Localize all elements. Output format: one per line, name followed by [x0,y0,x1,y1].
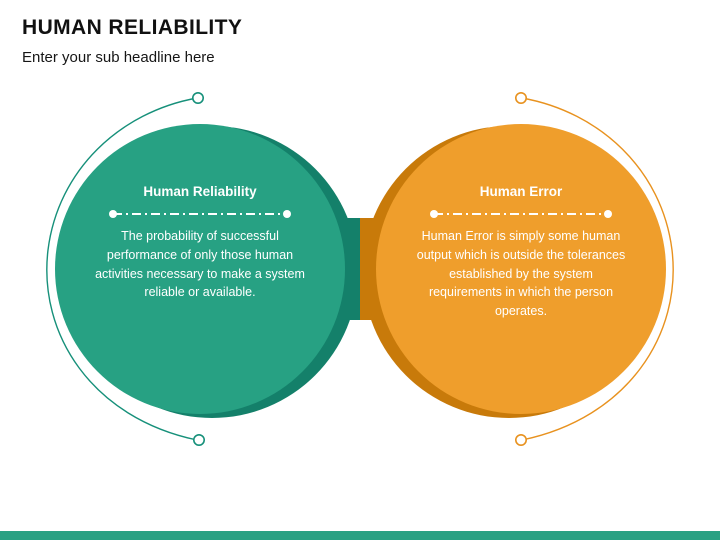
left-divider-line [113,213,287,216]
right-circle-body: Human Error is simply some human output … [416,229,626,319]
footer-bar [0,531,720,540]
arc-endpoint-ring-left-bottom [193,433,206,446]
left-divider-dot-end [283,210,291,219]
header: HUMAN RELIABILITY Enter your sub headlin… [22,16,682,66]
right-divider-line [434,213,608,216]
right-divider [430,210,612,219]
left-circle-content: Human Reliability The probability of suc… [93,184,307,302]
decorative-arc-right [521,97,674,441]
left-circle[interactable] [55,124,345,414]
left-circle-heading: Human Reliability [143,184,257,199]
left-circle-body: The probability of successful performanc… [95,229,305,300]
right-divider-dot-end [604,210,612,219]
arc-endpoint-ring-right-bottom [514,433,527,446]
decorative-arc-left [46,97,198,441]
arc-endpoint-ring-left-top [192,92,205,105]
arc-endpoint-ring-right-top [514,92,527,105]
right-circle-heading: Human Error [479,184,563,199]
right-circle-content: Human Error Human Error is simply some h… [414,184,628,321]
page-subtitle: Enter your sub headline here [22,49,215,67]
right-circle[interactable] [376,124,666,414]
page-title: HUMAN RELIABILITY [22,16,243,39]
left-divider [109,210,291,219]
